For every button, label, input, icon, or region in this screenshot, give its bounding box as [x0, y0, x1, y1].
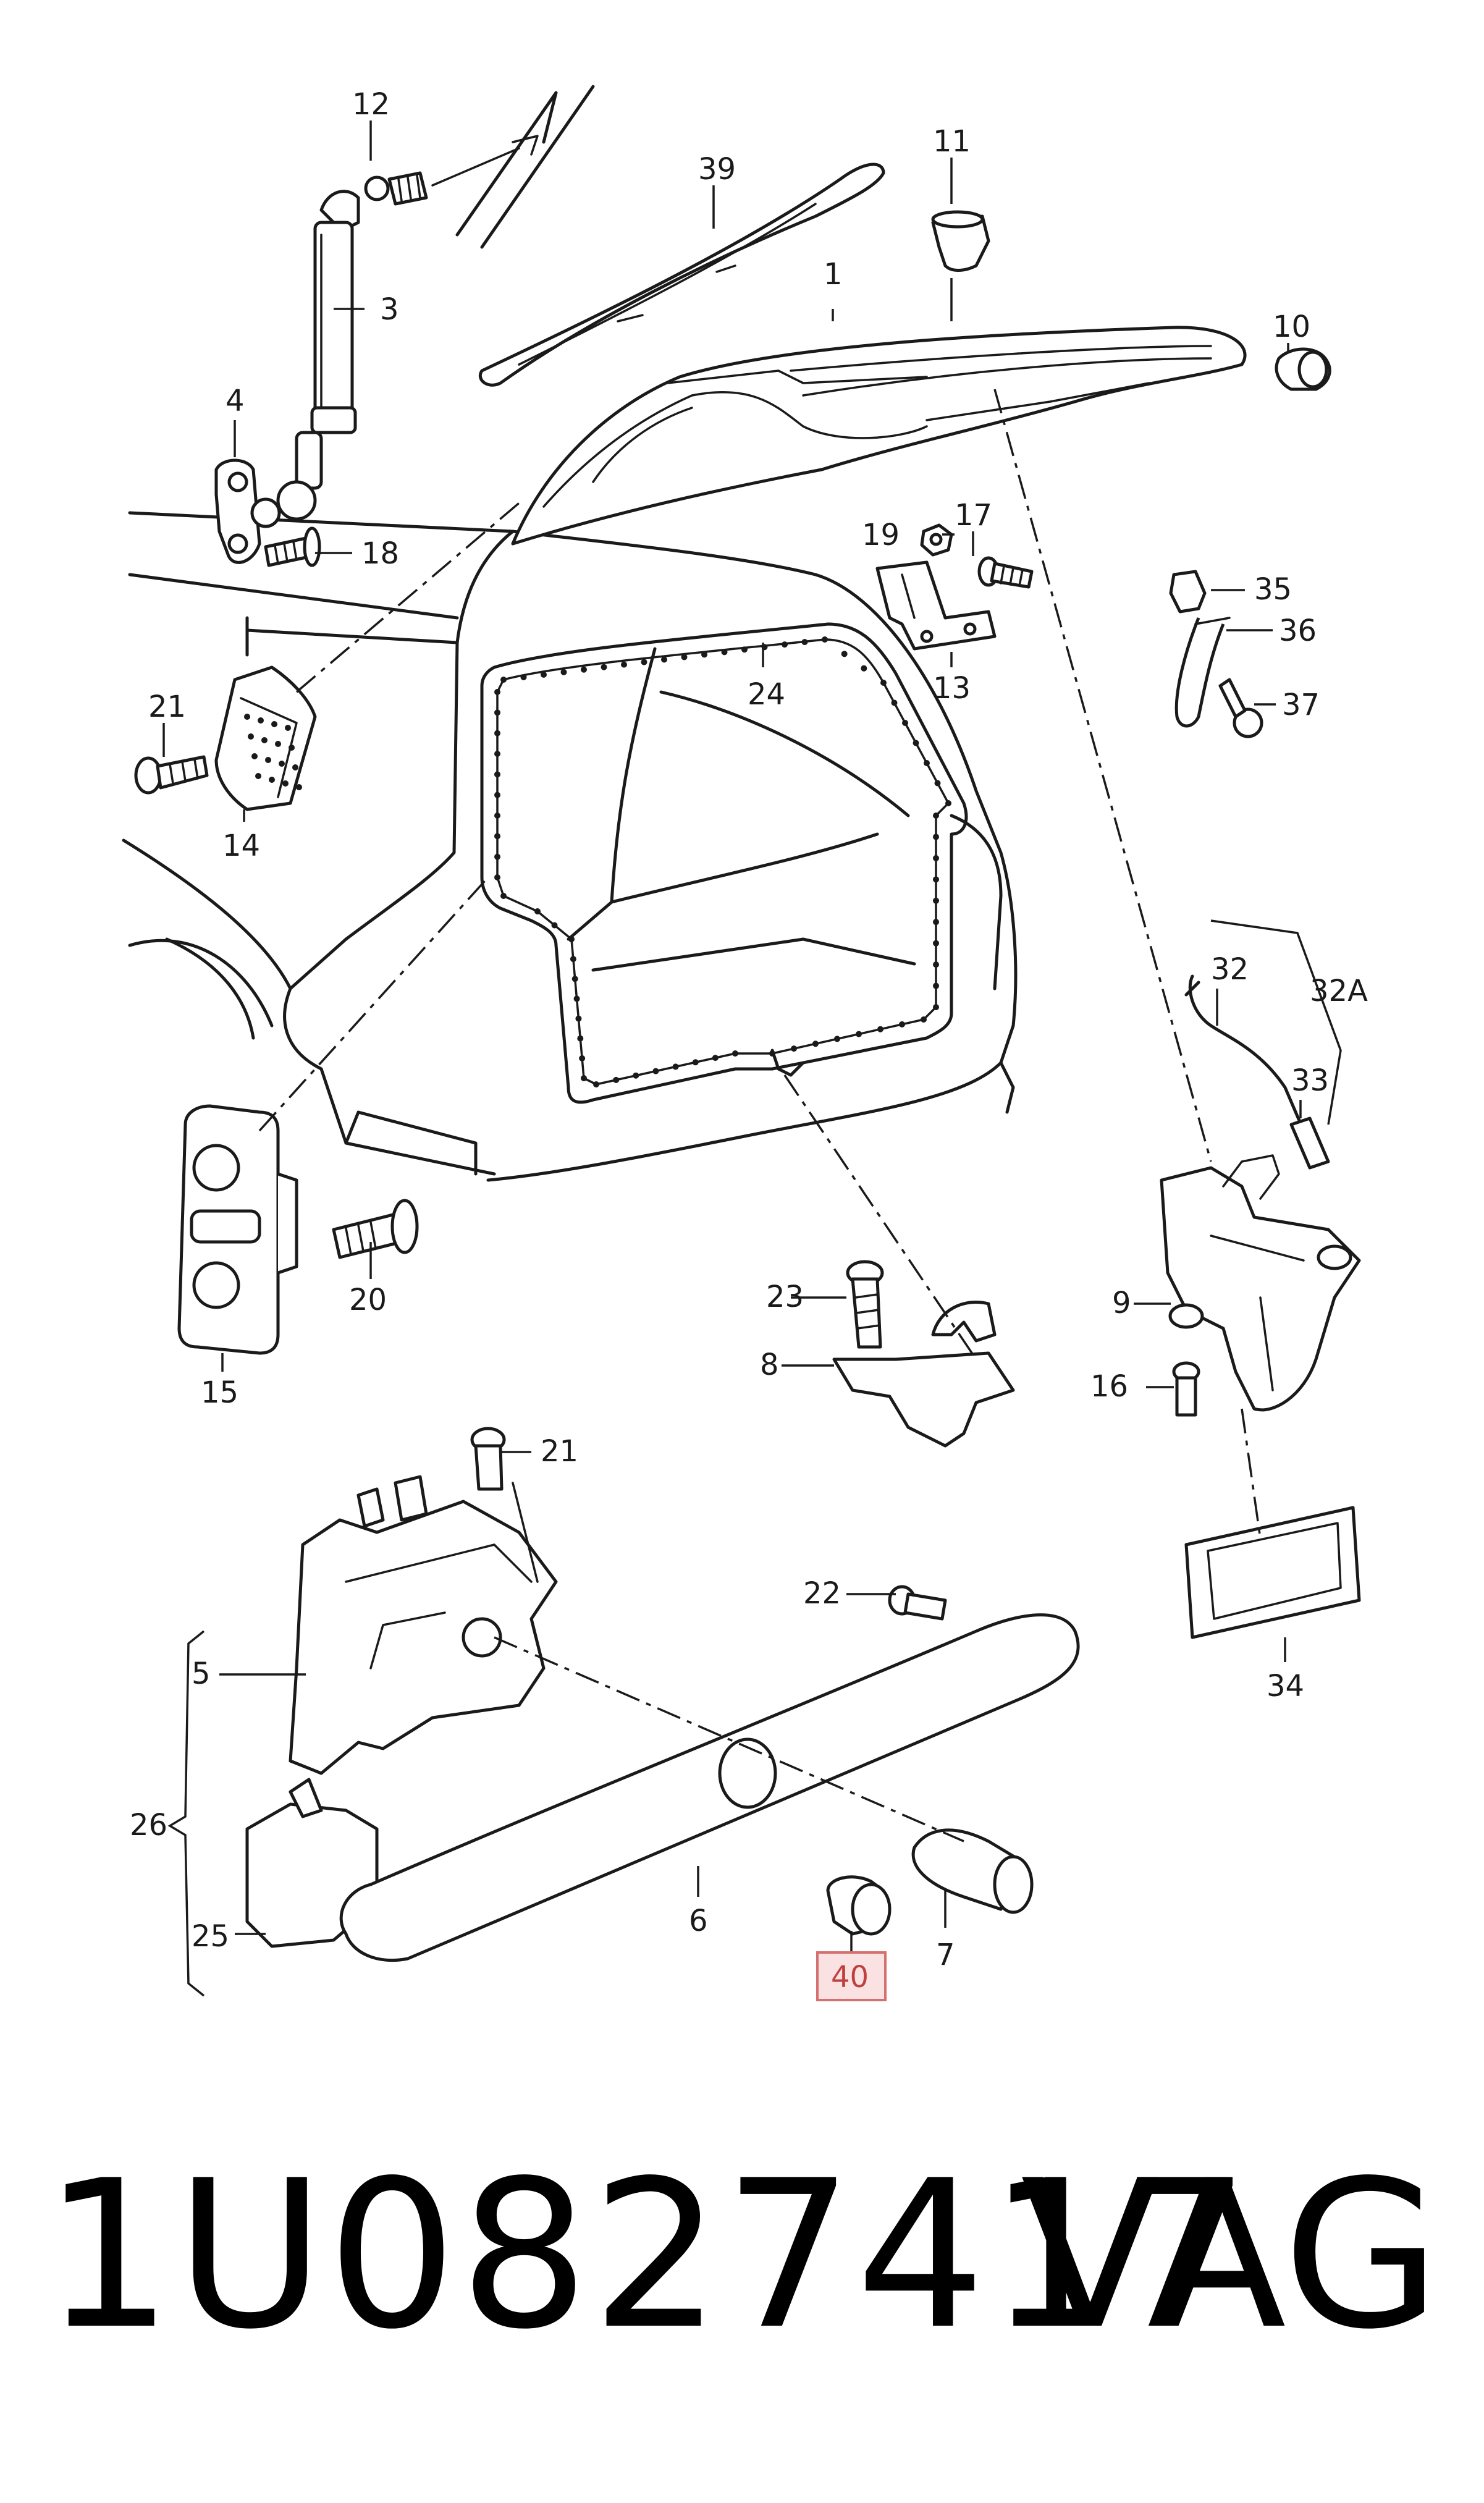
- parts-diagram: 1 3 4 5 6 7 8 9 10 11 12 13 14 15 16 17 …: [122, 85, 1368, 2001]
- gas-strut: [276, 190, 360, 521]
- rubber-pad-14: [214, 665, 317, 811]
- striker-bracket-8: [832, 1300, 1015, 1448]
- callout-25: 25: [192, 1919, 229, 1954]
- callout-6: 6: [689, 1904, 708, 1938]
- check-strap: [1169, 570, 1263, 738]
- callout-34: 34: [1267, 1669, 1304, 1703]
- callout-39: 39: [698, 152, 736, 187]
- callout-36: 36: [1279, 614, 1317, 648]
- callout-24: 24: [748, 677, 785, 712]
- callout-labels: 1 3 4 5 6 7 8 9 10 11 12 13 14 15 16 17 …: [130, 87, 1368, 1972]
- callout-3: 3: [380, 292, 399, 327]
- lock-cylinder-7: [911, 1828, 1034, 1914]
- callout-10: 10: [1273, 310, 1310, 344]
- callout-5: 5: [192, 1657, 211, 1691]
- brand-name: VAG: [1020, 2137, 1441, 2374]
- callout-12: 12: [352, 87, 390, 122]
- weatherstrip-dots: [494, 636, 951, 1087]
- callout-33: 33: [1291, 1063, 1329, 1098]
- callout-22: 22: [803, 1576, 841, 1611]
- callout-16: 16: [1090, 1369, 1128, 1404]
- highlighted-part-40[interactable]: 40: [816, 1951, 887, 2001]
- callout-32: 32: [1211, 952, 1249, 987]
- bumper-10: [1275, 347, 1331, 391]
- screw-18: [264, 526, 321, 567]
- screw-21a: [134, 755, 209, 795]
- callout-1: 1: [824, 257, 843, 292]
- cover-plate-34: [1184, 1506, 1361, 1639]
- callout-14: 14: [222, 829, 260, 863]
- callout-19: 19: [862, 518, 900, 552]
- latch-housing-15: [177, 1104, 298, 1355]
- hinge-13: [875, 560, 997, 651]
- callout-11: 11: [933, 124, 971, 159]
- callout-21-upper: 21: [148, 690, 186, 724]
- highlight-label: 40: [831, 1960, 869, 1994]
- tailgate-panel: [511, 326, 1247, 546]
- callout-20: 20: [349, 1283, 387, 1317]
- car-body-rear: [122, 511, 1018, 1182]
- screw-16: [1172, 1361, 1200, 1417]
- callout-37: 37: [1282, 688, 1320, 722]
- bolt-23: [846, 1260, 884, 1349]
- nut-19: [920, 523, 953, 557]
- callout-18: 18: [361, 536, 399, 571]
- leader-lines: [162, 120, 1342, 1997]
- callout-32A: 32A: [1310, 974, 1368, 1008]
- callout-17: 17: [955, 498, 992, 533]
- strut-bracket: [214, 458, 281, 564]
- callout-9: 9: [1112, 1286, 1131, 1320]
- callout-13: 13: [933, 671, 971, 706]
- window-edge: [431, 85, 595, 249]
- ball-stud-12: [364, 171, 428, 206]
- callout-8: 8: [760, 1348, 779, 1382]
- callout-4: 4: [226, 384, 245, 418]
- callout-21-lower: 21: [541, 1434, 578, 1469]
- screw-21b: [470, 1427, 506, 1491]
- callout-26: 26: [130, 1808, 167, 1842]
- trunk-opening-weatherstrip: [480, 622, 968, 1104]
- highlight-box: [816, 1951, 887, 2001]
- bowden-cable: [1184, 974, 1330, 1170]
- cap-40: [826, 1875, 892, 1936]
- screw-17: [977, 556, 1034, 589]
- callout-7: 7: [936, 1938, 955, 1972]
- relation-lines: [258, 389, 1262, 1842]
- part-number: 1U0827417: [43, 2137, 1253, 2374]
- lock-mechanism: [1160, 1154, 1361, 1412]
- screw-22: [888, 1585, 947, 1621]
- footer: 1U0827417 VAG: [0, 2132, 1484, 2379]
- tailgate-handle-6: [339, 1613, 1080, 1962]
- callout-15: 15: [201, 1375, 238, 1410]
- clip-11: [931, 210, 990, 272]
- callout-35: 35: [1254, 572, 1292, 607]
- exploded-view-drawing: 1 3 4 5 6 7 8 9 10 11 12 13 14 15 16 17 …: [122, 85, 1368, 2001]
- bolt-20: [332, 1199, 419, 1259]
- pad-texture: [244, 714, 302, 790]
- rear-spoiler: [478, 163, 885, 387]
- callout-23: 23: [766, 1280, 804, 1314]
